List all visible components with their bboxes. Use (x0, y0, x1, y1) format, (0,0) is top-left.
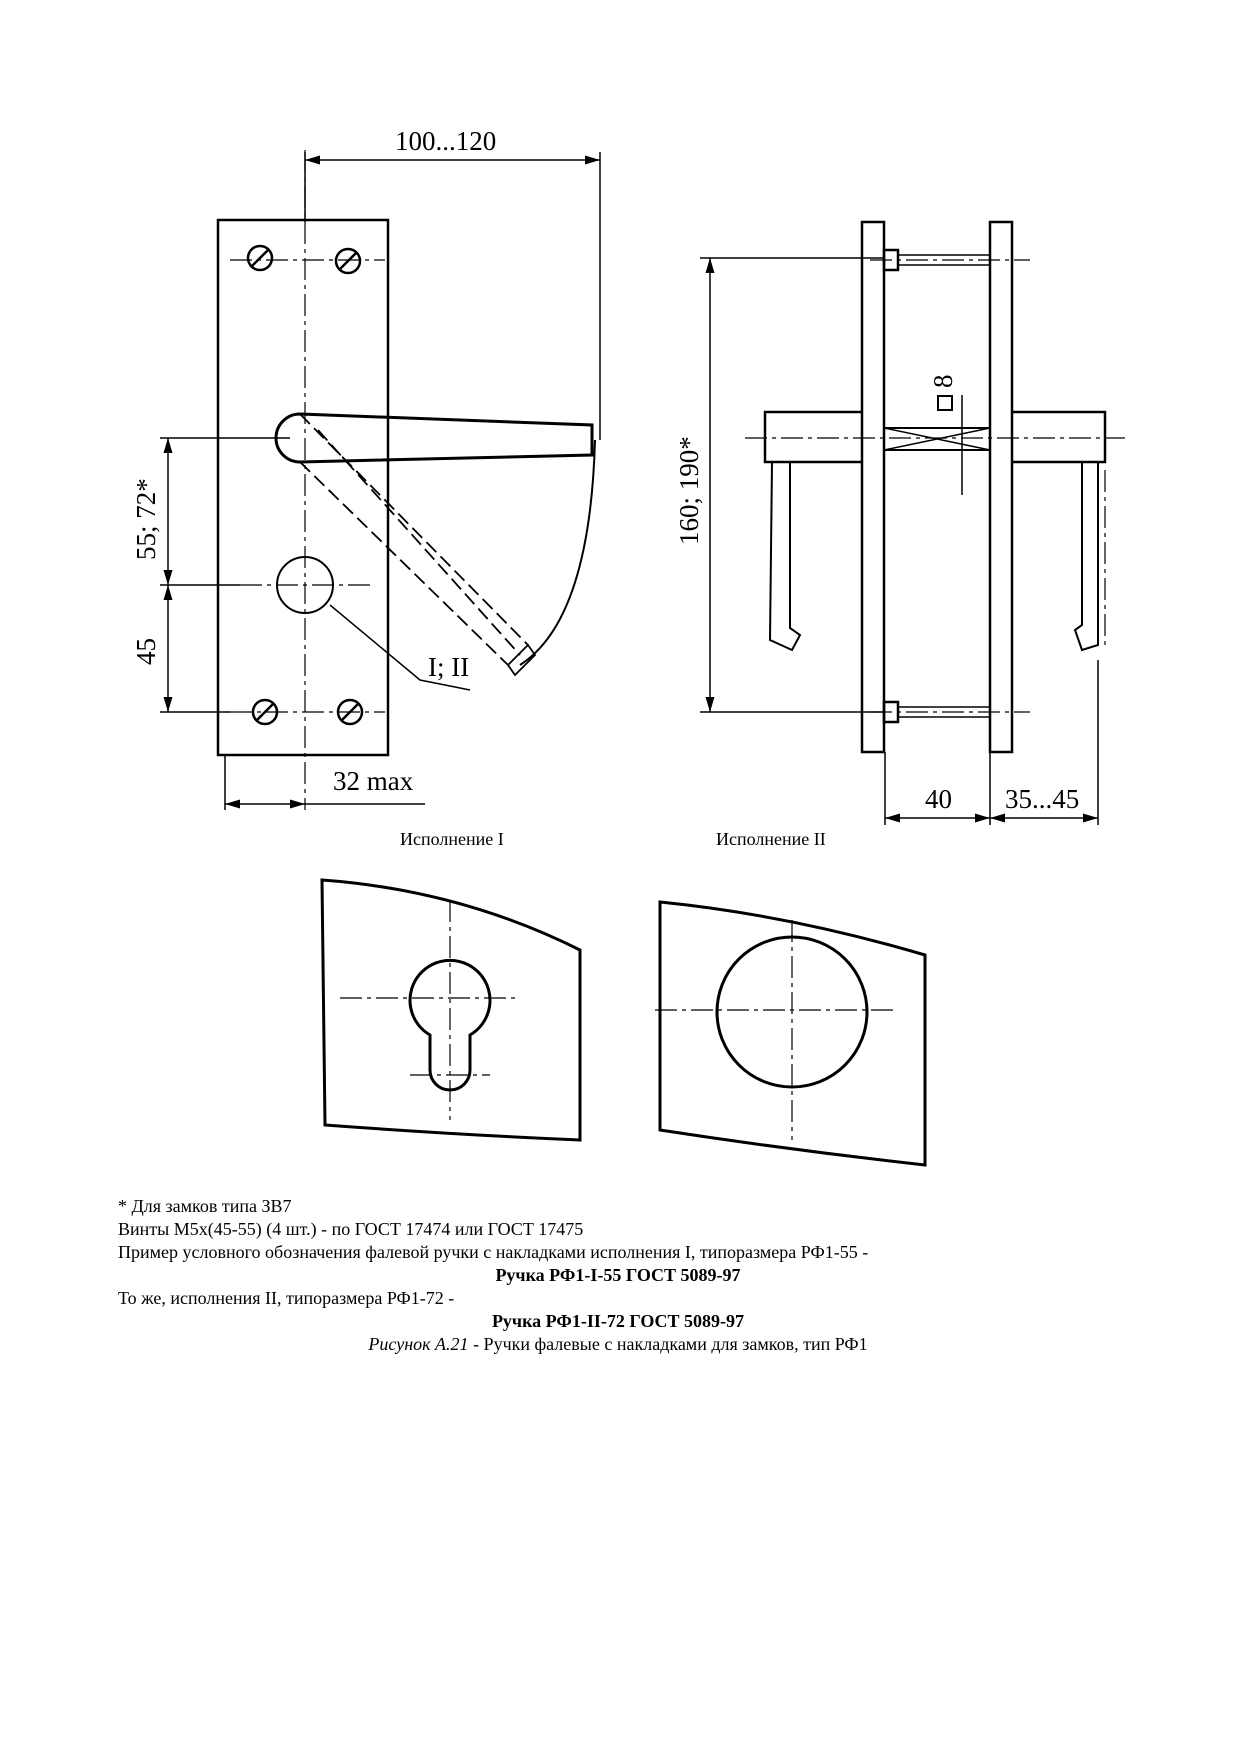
side-dimensions (700, 257, 1099, 825)
note-screws: Винты М5х(45-55) (4 шт.) - по ГОСТ 17474… (118, 1219, 584, 1239)
dim-height-label: 160; 190* (674, 436, 704, 545)
escutcheon-plate (216, 218, 390, 757)
side-view (745, 220, 1125, 754)
note-example-1: Пример условного обозначения фалевой руч… (118, 1242, 869, 1262)
figure-label: Рисунок А.21 (368, 1334, 469, 1354)
cutout-variant-1 (320, 878, 582, 1142)
side-plate-right (988, 220, 1014, 754)
side-handle-left (763, 410, 862, 464)
dim-bottom-label: 32 max (333, 766, 414, 796)
square-label: 8 (928, 375, 958, 389)
caption-variant-1: Исполнение I (400, 829, 504, 849)
designation-1: Ручка РФ1-I-55 ГОСТ 5089-97 (495, 1265, 741, 1285)
dim-lower-label: 45 (131, 638, 161, 665)
note-example-2: То же, исполнения II, типоразмера РФ1-72… (118, 1288, 455, 1308)
caption-variant-2: Исполнение II (716, 829, 826, 849)
screw-top-right (334, 247, 362, 275)
figure-title: - Ручки фалевые с накладками для замков,… (468, 1334, 868, 1354)
technical-drawing: 100...120 55; 72* 45 32 max I; II (131, 126, 1125, 1167)
front-view (216, 150, 596, 810)
dim-width-label: 100...120 (395, 126, 496, 156)
side-handle-right (1012, 410, 1107, 464)
front-dimensions (160, 152, 601, 810)
figure-caption: Рисунок А.21 - Ручки фалевые с накладкам… (118, 1333, 1118, 1356)
dim-side-left-label: 40 (925, 784, 952, 814)
dim-side-right-label: 35...45 (1005, 784, 1079, 814)
screw-top-left (246, 244, 274, 272)
cutout-variant-2 (655, 900, 927, 1167)
position-label: I; II (428, 652, 469, 682)
handle-lever (274, 412, 594, 464)
note-locks: * Для замков типа ЗВ7 (118, 1196, 292, 1216)
side-plate-left (860, 220, 886, 754)
notes-block: * Для замков типа ЗВ7 Винты М5х(45-55) (… (118, 1195, 1118, 1356)
designation-2: Ручка РФ1-II-72 ГОСТ 5089-97 (491, 1311, 745, 1331)
dim-upper-label: 55; 72* (131, 478, 161, 560)
